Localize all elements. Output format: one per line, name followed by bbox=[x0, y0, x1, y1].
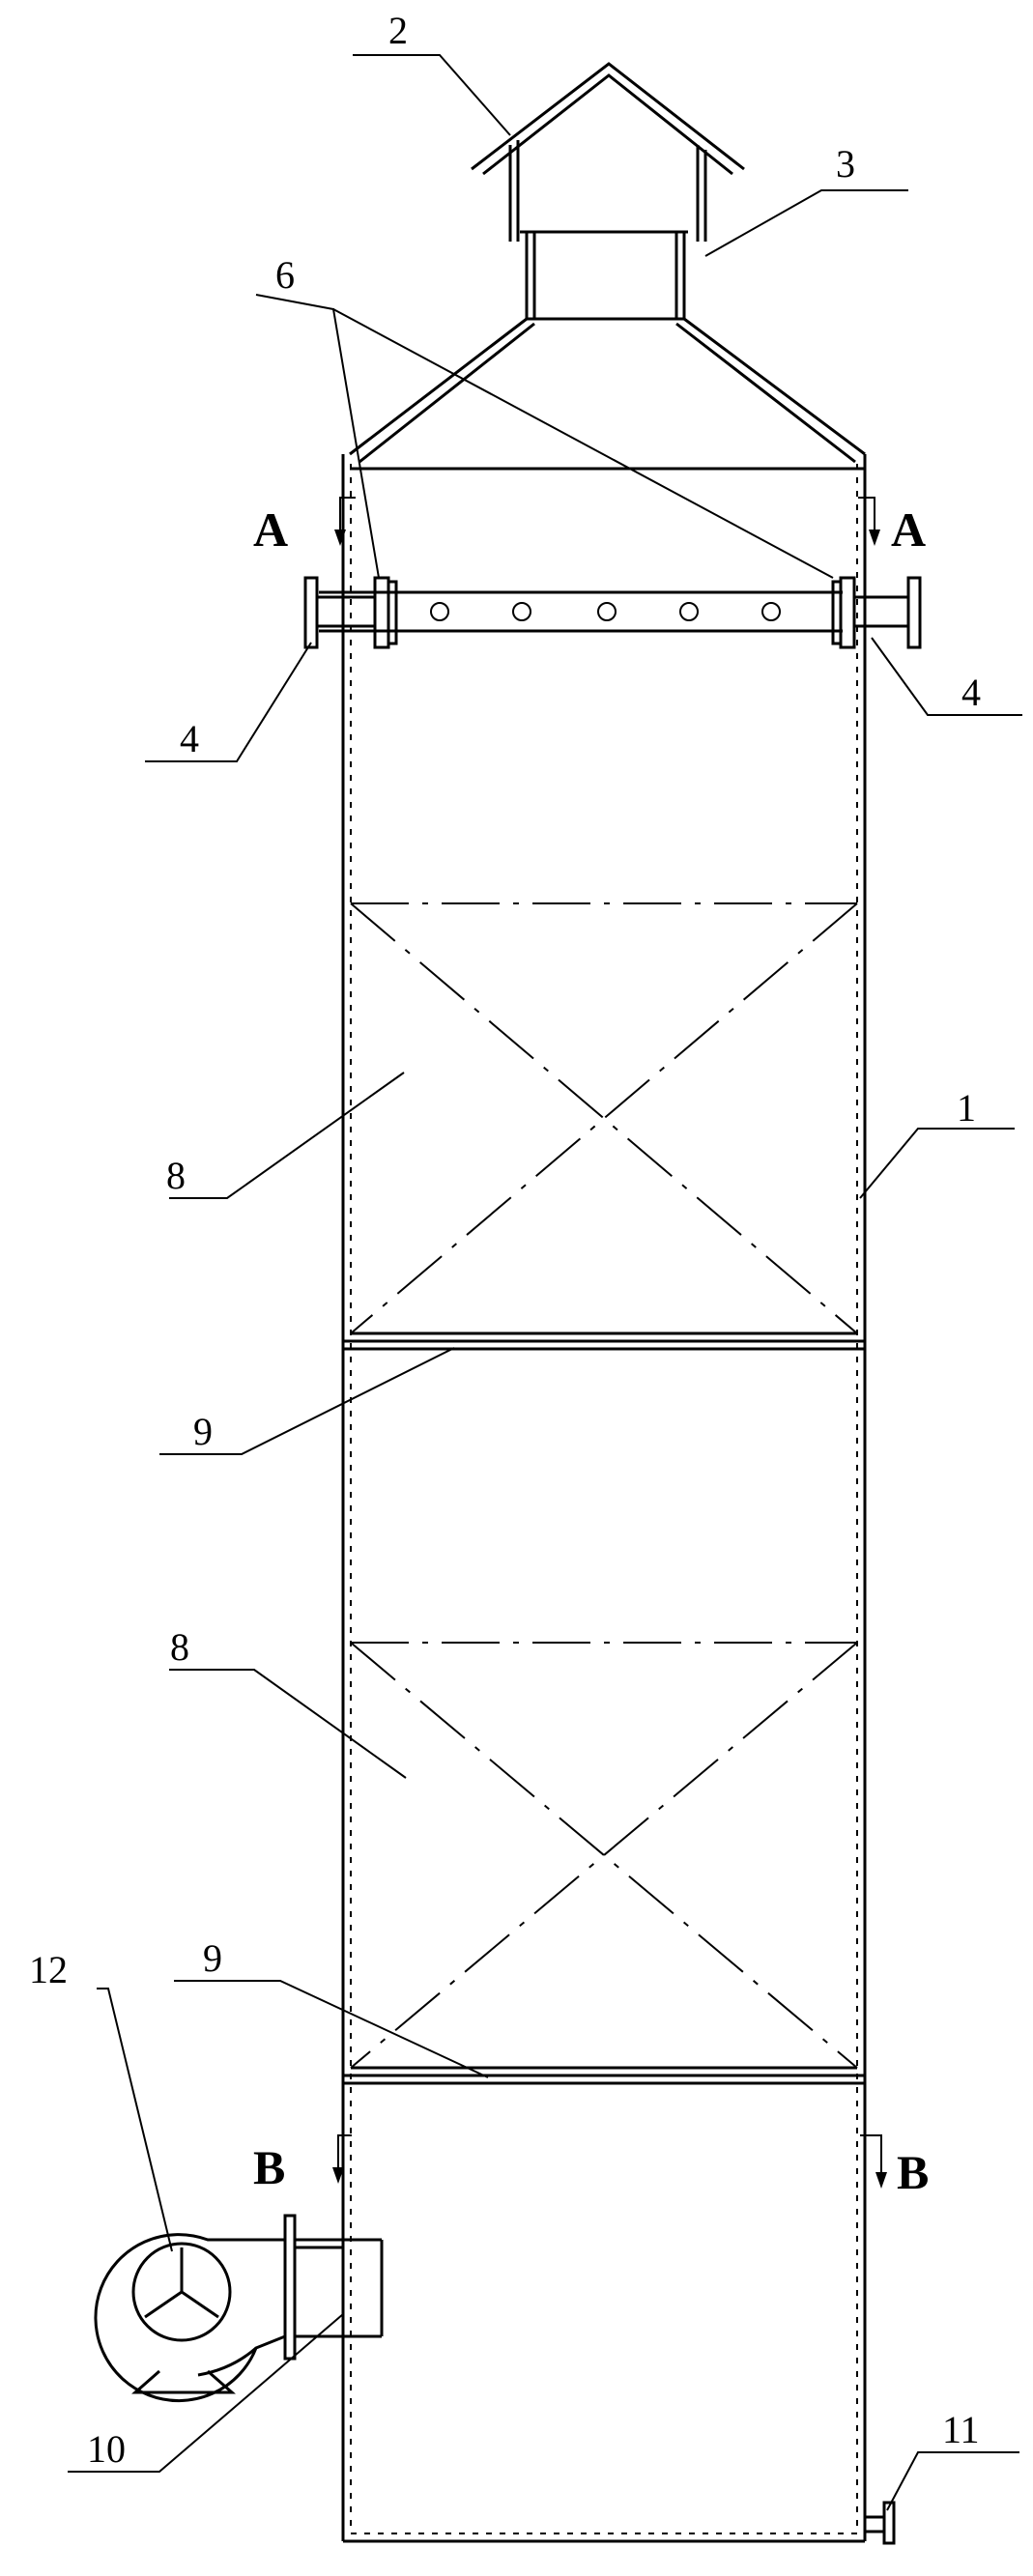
callout-9-upper: 9 bbox=[193, 1410, 213, 1453]
section-label-a-left: A bbox=[253, 502, 288, 557]
drain-valve bbox=[865, 2501, 896, 2545]
section-label-a-right: A bbox=[891, 502, 926, 557]
spray-pipe bbox=[319, 590, 843, 633]
callout-3: 3 bbox=[836, 142, 855, 186]
left-inlet-flange bbox=[303, 576, 398, 649]
callout-8-lower: 8 bbox=[170, 1625, 189, 1669]
tower-shell bbox=[341, 454, 867, 2543]
callout-9-lower: 9 bbox=[203, 1936, 222, 1980]
callout-1: 1 bbox=[957, 1086, 976, 1130]
packing-layer-upper bbox=[350, 902, 858, 1335]
packing-layer-lower bbox=[350, 1642, 858, 2070]
section-label-b-left: B bbox=[253, 2140, 285, 2194]
callout-10: 10 bbox=[87, 2427, 126, 2471]
callout-6: 6 bbox=[275, 253, 295, 297]
right-inlet-flange bbox=[831, 576, 922, 649]
cone-top bbox=[349, 317, 866, 471]
section-marker-b-right: B bbox=[860, 2134, 929, 2199]
support-plate-lower bbox=[343, 2074, 865, 2085]
callout-labels: 2 3 6 4 4 1 8 9 8 9 12 10 11 bbox=[29, 9, 981, 2471]
section-marker-a-left: A bbox=[253, 497, 356, 557]
callout-2: 2 bbox=[388, 9, 408, 52]
rain-cap bbox=[471, 62, 745, 242]
callout-4-right: 4 bbox=[961, 671, 981, 714]
callout-8-upper: 8 bbox=[166, 1154, 186, 1197]
section-label-b-right: B bbox=[897, 2145, 929, 2199]
blower-fan bbox=[94, 2233, 286, 2402]
support-plate-upper bbox=[343, 1339, 865, 1351]
gas-inlet-duct bbox=[283, 2214, 384, 2361]
exhaust-chimney bbox=[520, 230, 688, 321]
section-marker-a-right: A bbox=[858, 497, 926, 557]
section-marker-b-left: B bbox=[253, 2134, 352, 2194]
leader-lines bbox=[68, 54, 1022, 2511]
callout-4-left: 4 bbox=[180, 717, 199, 760]
callout-11: 11 bbox=[942, 2408, 980, 2451]
callout-12: 12 bbox=[29, 1948, 68, 1991]
